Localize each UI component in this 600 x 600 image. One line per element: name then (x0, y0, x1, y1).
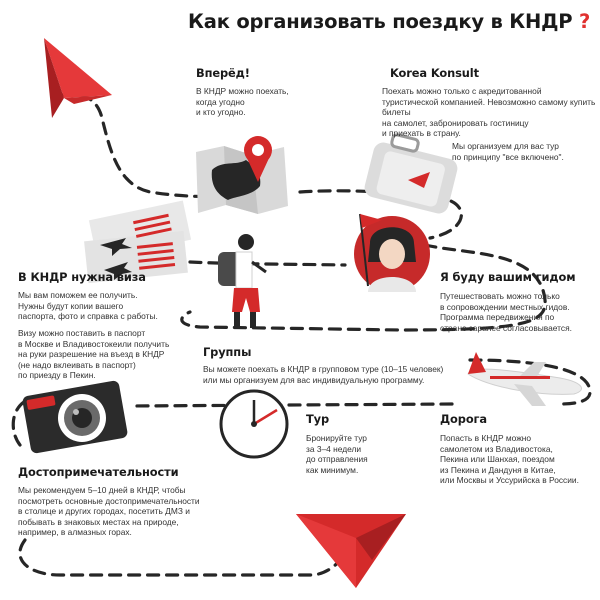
paper-plane-icon-bottom (296, 514, 406, 588)
guide-portrait-icon (354, 213, 430, 292)
korea-konsult-text2: Мы организуем для вас тур по принципу "в… (452, 141, 564, 162)
camera-icon (22, 380, 128, 454)
korea-konsult-text: Поехать можно только с акредитованной ту… (382, 86, 596, 139)
guide-text: Путешествовать можно только в сопровожде… (440, 291, 572, 333)
vpered-text: В КНДР можно поехать, когда угодно и кто… (196, 86, 289, 118)
road-text: Попасть в КНДР можно самолетом из Владив… (440, 433, 579, 486)
visa-heading: В КНДР нужна виза (18, 270, 146, 284)
airplane-icon (467, 352, 583, 406)
page-title: Как организовать поездку в КНДР ? (188, 10, 590, 33)
suitcase-icon (364, 133, 458, 214)
traveler-icon (218, 234, 267, 328)
page-title-text: Как организовать поездку в КНДР (188, 10, 573, 33)
guide-heading: Я буду вашим гидом (440, 270, 576, 284)
map-pin-icon (196, 136, 288, 214)
vpered-heading: Вперёд! (196, 66, 250, 80)
tour-heading: Тур (306, 412, 330, 426)
groups-text: Вы можете поехать в КНДР в групповом тур… (203, 364, 444, 385)
groups-heading: Группы (203, 345, 252, 359)
visa-text2: Визу можно поставить в паспорт в Москве … (18, 328, 170, 381)
clock-icon (219, 389, 289, 459)
visa-ticket-icon (84, 200, 192, 284)
paper-plane-icon (44, 38, 112, 118)
visa-text: Мы вам поможем ее получить. Нужны будут … (18, 290, 158, 322)
sights-heading: Достопримечательности (18, 465, 179, 479)
question-mark: ? (578, 10, 591, 33)
road-heading: Дорога (440, 412, 487, 426)
korea-konsult-heading: Korea Konsult (390, 66, 479, 80)
sights-text: Мы рекомендуем 5–10 дней в КНДР, чтобы п… (18, 485, 200, 538)
tour-text: Бронируйте тур за 3–4 недели до отправле… (306, 433, 368, 475)
